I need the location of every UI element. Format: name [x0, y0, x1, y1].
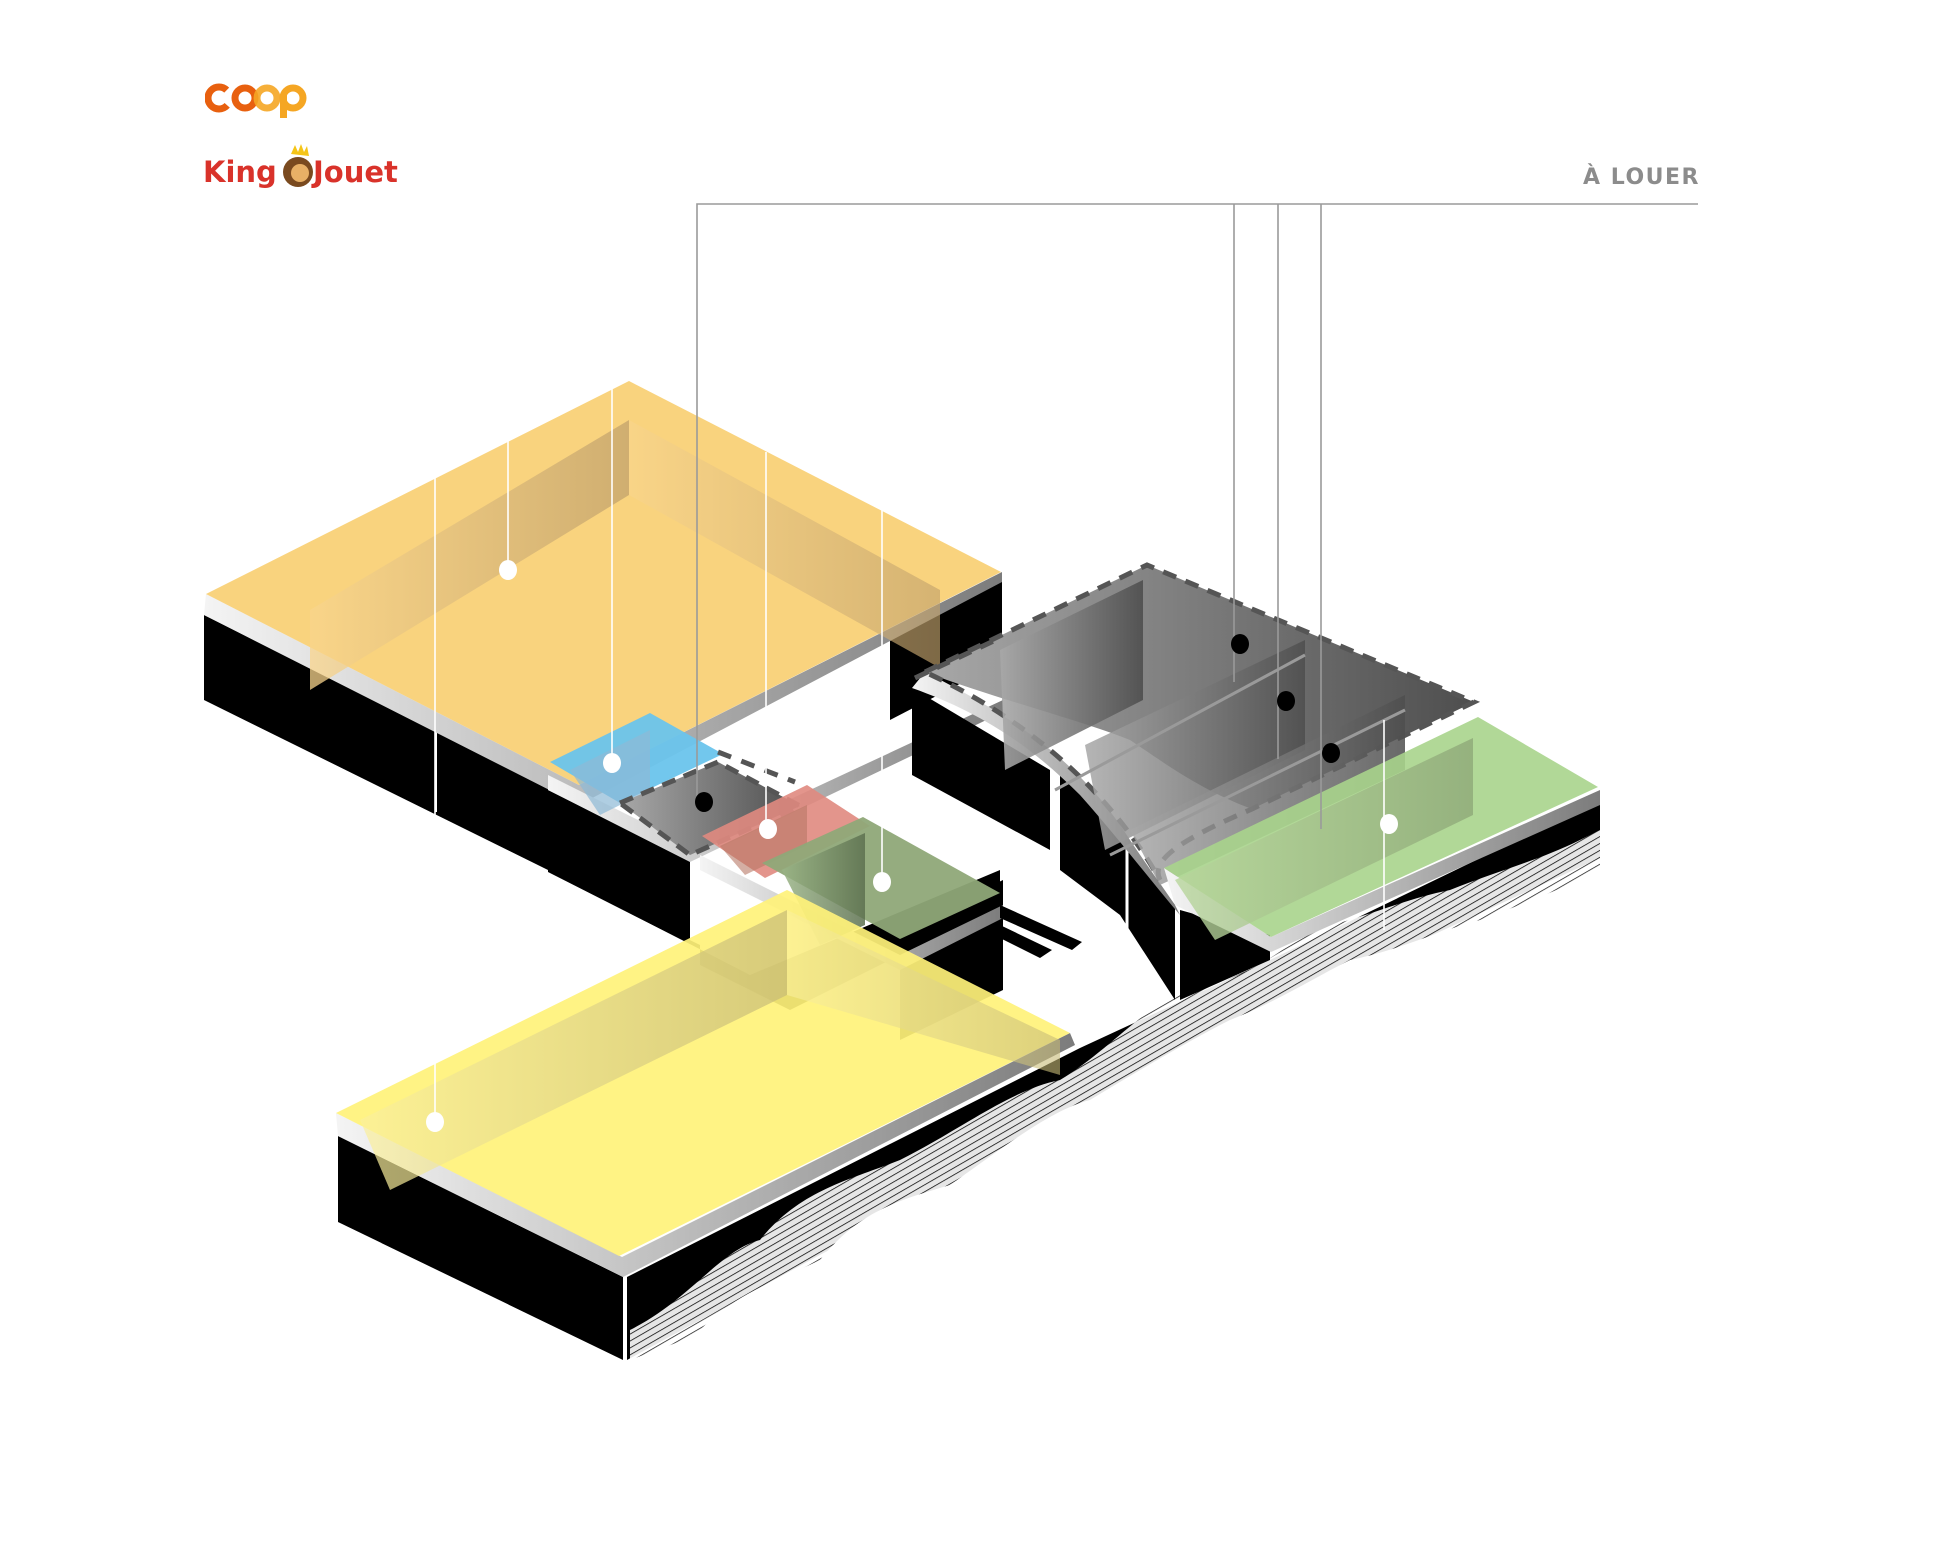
lion-face [291, 164, 309, 182]
marker-unit-blue-small[interactable] [603, 753, 621, 773]
unit-orange-large-floor [206, 381, 1001, 785]
slab-rim [336, 1033, 1075, 1277]
unit-yellow-large-wall [787, 910, 1060, 1075]
leader-lines [434, 203, 1698, 1120]
crown-icon [291, 144, 309, 156]
stair-stripe [1000, 925, 1052, 958]
for-rent-label: À LOUER [1583, 165, 1700, 190]
wall-black [338, 1136, 623, 1360]
coop-letter-p-stem [280, 94, 287, 118]
marker-unit-orange-large[interactable] [499, 560, 517, 580]
marker-unit-yellow-large[interactable] [426, 1112, 444, 1132]
marker-unit-gray-2[interactable] [1277, 691, 1295, 711]
marker-unit-green-mid[interactable] [873, 872, 891, 892]
unit-yellow-large-wall [360, 910, 787, 1190]
ground-white [700, 870, 1600, 1400]
unit-gray-1-wall [1000, 580, 1143, 770]
unit-green-large-wall [1175, 738, 1473, 940]
markers [426, 560, 1398, 1132]
unit-red-small [702, 785, 870, 878]
marker-unit-red-small[interactable] [759, 819, 777, 839]
slab-rim [204, 572, 1002, 805]
building-orange-block [204, 381, 1002, 870]
marker-unit-green-large[interactable] [1380, 814, 1398, 834]
wall-black [1060, 775, 1175, 1000]
coop-letter-o [253, 84, 281, 112]
unit-orange-large-wall [629, 420, 940, 668]
marker-unit-gray-3[interactable] [1322, 743, 1340, 763]
wall-black [548, 790, 690, 944]
divider-line [1054, 653, 1306, 792]
king-jouet-text-jouet: Jouet [311, 155, 398, 189]
coop-logo [205, 83, 307, 118]
building-yellow-block [336, 800, 1600, 1400]
divider-line [1109, 708, 1406, 857]
building-gray-block [912, 562, 1481, 1000]
leader-line-for-rent [696, 203, 1698, 799]
king-jouet-text-king: King [203, 155, 277, 189]
unit-gray-2-wall [1085, 640, 1305, 850]
wall-black [204, 615, 548, 870]
dashed-boundary [717, 749, 796, 785]
marker-unit-gray-1[interactable] [1231, 634, 1249, 654]
stair-stripe [1000, 905, 1082, 950]
unit-orange-large-wall [310, 420, 629, 690]
coop-letter-o [231, 84, 259, 112]
stairs [1000, 905, 1082, 958]
slab-rim-curved [912, 672, 1180, 915]
dashed-boundary [913, 635, 1002, 681]
marker-unit-gray-small[interactable] [695, 792, 713, 812]
king-jouet-logo: King Jouet [203, 144, 398, 189]
unit-gray-small-outline [614, 759, 806, 858]
unit-green-mid-wall [782, 833, 865, 945]
coop-letter-c [205, 83, 234, 113]
wall-black [912, 688, 1050, 850]
unit-red-wall [720, 805, 807, 875]
